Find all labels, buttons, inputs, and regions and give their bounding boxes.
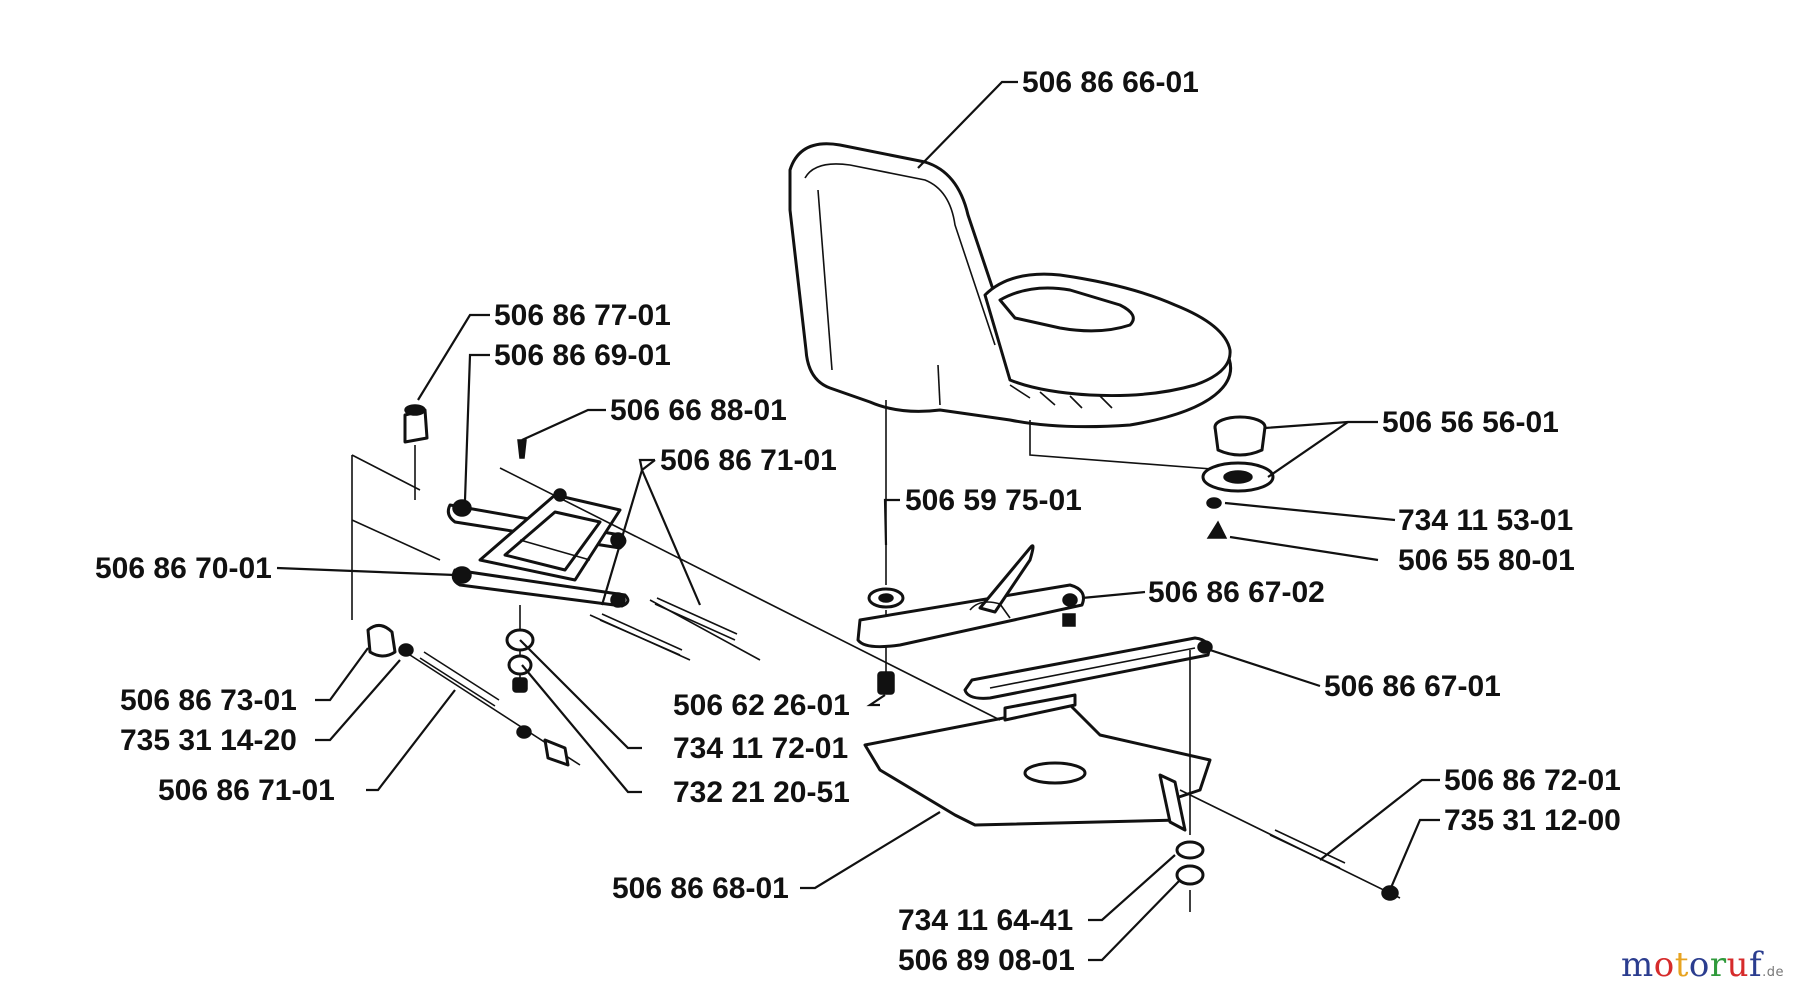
top-bracket-part <box>403 404 527 500</box>
label-spring-pair: 506 86 71-01 <box>660 444 837 477</box>
bottom-hardware-part <box>1175 650 1205 912</box>
motoruf-watermark: motoruf.de <box>1621 945 1784 985</box>
watermark-letter: f <box>1749 945 1763 985</box>
label-washer-left: 735 31 14-20 <box>120 724 297 757</box>
label-bolt-seat: 506 59 75-01 <box>905 484 1082 517</box>
label-slide-lever: 506 86 67-02 <box>1148 576 1325 609</box>
spring-pair-part <box>589 597 761 661</box>
label-bracket-top: 506 86 77-01 <box>494 299 671 332</box>
leader-lines <box>276 80 1440 962</box>
label-seat: 506 86 66-01 <box>1022 66 1199 99</box>
seat-part <box>788 142 1233 471</box>
label-nut-center: 506 62 26-01 <box>673 689 850 722</box>
watermark-letter: o <box>1688 945 1710 985</box>
label-washer-center: 734 11 72-01 <box>673 732 848 765</box>
left-hardware-part <box>366 624 581 767</box>
label-rail-pin-top: 506 86 69-01 <box>494 339 671 372</box>
label-small-clip: 506 66 88-01 <box>610 394 787 427</box>
slide-rail-part <box>963 636 1213 700</box>
watermark-letter: o <box>1653 945 1675 985</box>
label-washer-bottom: 734 11 64-41 <box>898 904 1073 937</box>
watermark-logo-letters: motoruf <box>1621 945 1762 985</box>
slide-lever-part <box>856 544 1085 649</box>
base-plate-part <box>863 693 1212 832</box>
watermark-letter: u <box>1726 945 1750 985</box>
slide-frame-part <box>351 454 1001 721</box>
label-knob: 506 56 56-01 <box>1382 406 1559 439</box>
label-bracket-right: 506 86 72-01 <box>1444 764 1621 797</box>
watermark-letter: t <box>1674 945 1689 985</box>
label-slide-rail: 506 86 67-01 <box>1324 670 1501 703</box>
part-labels: 506 86 66-01 506 86 77-01 506 86 69-01 5… <box>95 66 1621 977</box>
watermark-letter: m <box>1620 945 1654 985</box>
label-pin-right: 735 31 12-00 <box>1444 804 1621 837</box>
label-bushing: 506 86 73-01 <box>120 684 297 717</box>
watermark-suffix: .de <box>1762 965 1784 980</box>
right-pin-part <box>1179 789 1401 901</box>
label-nut-knob: 506 55 80-01 <box>1398 544 1575 577</box>
label-spring-left: 506 86 71-01 <box>158 774 335 807</box>
watermark-letter: r <box>1709 945 1727 985</box>
knob-part <box>1201 415 1275 539</box>
label-nut-bottom: 506 89 08-01 <box>898 944 1075 977</box>
label-washer-knob: 734 11 53-01 <box>1398 504 1573 537</box>
label-screw-center: 732 21 20-51 <box>673 776 850 809</box>
label-base-plate: 506 86 68-01 <box>612 872 789 905</box>
seat-bolt-part <box>867 400 905 695</box>
label-slide-frame: 506 86 70-01 <box>95 552 272 585</box>
